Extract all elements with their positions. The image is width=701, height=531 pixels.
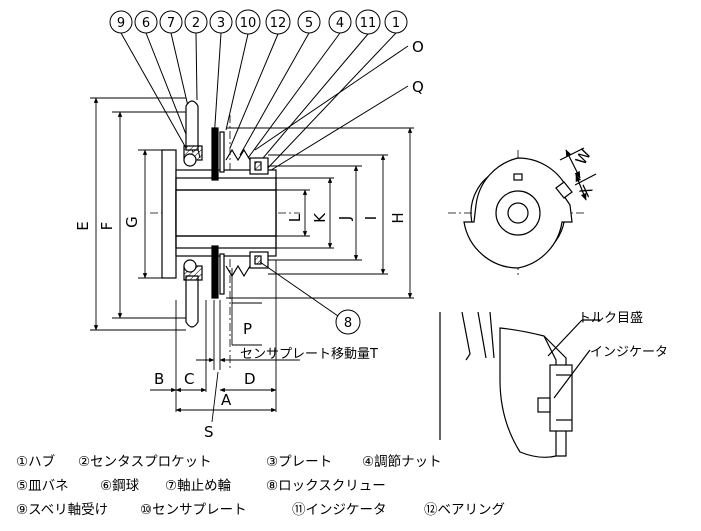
legend-item: ⑫ベアリング — [424, 502, 505, 518]
callout-12: 12 — [265, 9, 291, 35]
detail-view — [439, 311, 600, 458]
dim-P: P — [243, 320, 252, 338]
legend-item: ④調節ナット — [362, 454, 442, 470]
svg-text:11: 11 — [360, 16, 377, 31]
label-indicator: インジケータ — [590, 345, 668, 360]
legend-item: ⑨スベリ軸受け — [16, 502, 108, 518]
svg-text:4: 4 — [336, 16, 344, 31]
dim-S: S — [204, 423, 214, 441]
svg-text:8: 8 — [344, 316, 352, 331]
callout-11: 11 — [355, 9, 381, 35]
legend-item: ⑦軸止め輪 — [165, 477, 232, 494]
dim-C: C — [184, 370, 194, 388]
dim-F: F — [98, 222, 116, 231]
dim-K: K — [311, 212, 329, 223]
dim-W: W — [572, 146, 595, 168]
dim-X: X — [576, 182, 597, 200]
dim-P-bracket — [231, 268, 262, 346]
cross-section — [150, 100, 300, 370]
legend-item: ②センタスプロケット — [78, 454, 212, 470]
callout-6: 6 — [134, 10, 158, 34]
legend-item: ③プレート — [266, 454, 332, 470]
callout-8: 8 — [259, 261, 361, 335]
callout-7: 7 — [159, 10, 183, 34]
dimensions-right — [226, 127, 414, 299]
dim-E: E — [74, 221, 92, 230]
callout-1: 1 — [384, 10, 408, 34]
callout-2: 2 — [184, 10, 208, 34]
svg-text:9: 9 — [117, 16, 125, 31]
legend-item: ⑤皿バネ — [16, 478, 69, 494]
dim-A: A — [221, 391, 232, 409]
callout-3: 3 — [209, 10, 233, 34]
callout-10: 10 — [235, 9, 261, 35]
dimensions-bottom — [150, 260, 300, 423]
svg-text:10: 10 — [240, 16, 257, 31]
dimensions-left — [90, 97, 186, 331]
dim-D: D — [244, 370, 256, 388]
svg-text:2: 2 — [192, 16, 200, 31]
end-view — [448, 147, 597, 276]
legend-item: ①ハブ — [16, 453, 56, 470]
callout-9: 9 — [109, 10, 133, 34]
legend-item: ⑥鋼球 — [100, 478, 140, 494]
label-center-plate-travel: センサプレート移動量T — [240, 347, 378, 362]
svg-text:12: 12 — [270, 16, 287, 31]
svg-text:6: 6 — [142, 16, 150, 31]
callout-5: 5 — [297, 10, 321, 34]
svg-text:7: 7 — [167, 16, 175, 31]
dim-I: I — [362, 216, 380, 220]
legend-item: ⑩センサプレート — [140, 502, 247, 518]
label-O: O — [412, 38, 424, 56]
leader-lines — [120, 32, 409, 173]
dim-G: G — [123, 216, 141, 228]
label-Q: Q — [412, 78, 424, 96]
legend: ①ハブ ②センタスプロケット ③プレート ④調節ナット ⑤皿バネ ⑥鋼球 ⑦軸止… — [16, 453, 505, 518]
dim-L: L — [286, 213, 304, 222]
callout-bubbles: 9 6 7 2 3 10 12 5 4 11 1 — [109, 9, 408, 35]
legend-item: ⑧ロックスクリュー — [266, 478, 386, 494]
dim-J: J — [336, 216, 354, 221]
callout-4: 4 — [328, 10, 352, 34]
legend-item: ⑪インジケータ — [292, 502, 387, 518]
label-torque-mark: トルク目盛 — [578, 311, 643, 326]
svg-text:5: 5 — [305, 16, 313, 31]
svg-text:3: 3 — [217, 16, 225, 31]
dim-H: H — [389, 212, 407, 223]
svg-text:1: 1 — [392, 16, 400, 31]
dim-B: B — [154, 370, 164, 388]
